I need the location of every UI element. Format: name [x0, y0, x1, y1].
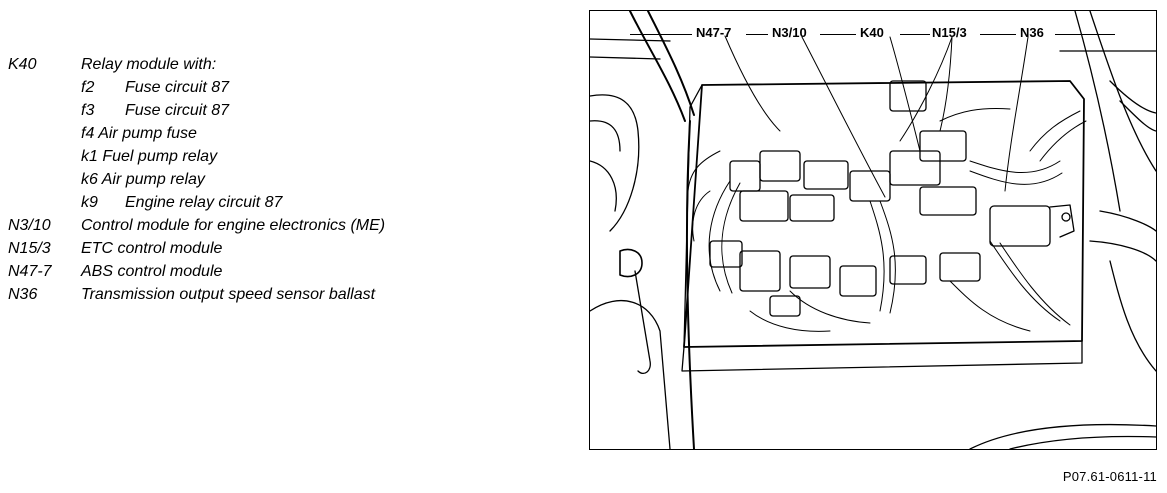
- legend-row-k1: k1 Fuel pump relay: [81, 147, 217, 167]
- legend-text: f4 Air pump fuse: [81, 125, 197, 142]
- label-dash: [1055, 34, 1115, 35]
- connectors: [709, 80, 1051, 317]
- component-legend: K40 Relay module with: f2 Fuse circuit 8…: [0, 0, 560, 493]
- legend-code: N3/10: [8, 217, 51, 234]
- label-dash: [630, 34, 692, 35]
- legend-code: k9: [81, 194, 98, 211]
- bracket: [1049, 204, 1075, 238]
- figure-reference: P07.61-0611-11: [1062, 469, 1157, 484]
- legend-desc: Fuse circuit 87: [125, 79, 230, 96]
- legend-desc: Relay module with:: [81, 56, 217, 73]
- label-dash: [900, 34, 930, 35]
- legend-desc: Fuse circuit 87: [125, 102, 230, 119]
- legend-desc: Engine relay circuit 87: [125, 194, 283, 211]
- label-n310: N3/10: [772, 25, 807, 40]
- legend-text: k6 Air pump relay: [81, 171, 205, 188]
- legend-code: f2: [81, 79, 95, 96]
- legend-desc: ABS control module: [81, 263, 223, 280]
- engine-bay-outline: [590, 11, 1156, 449]
- legend-code: N47-7: [8, 263, 52, 280]
- legend-code: f3: [81, 102, 95, 119]
- legend-row-f4: f4 Air pump fuse: [81, 124, 197, 144]
- legend-row-k6: k6 Air pump relay: [81, 170, 205, 190]
- label-n153: N15/3: [932, 25, 967, 40]
- label-dash: [980, 34, 1016, 35]
- legend-text: k1 Fuel pump relay: [81, 148, 218, 165]
- wiring-harness: [687, 108, 1087, 332]
- label-dash: [746, 34, 768, 35]
- legend-code: N15/3: [8, 240, 51, 257]
- diagram-label-strip: N47-7 N3/10 K40 N15/3 N36: [630, 25, 1130, 45]
- legend-code: K40: [8, 56, 37, 73]
- legend-desc: ETC control module: [81, 240, 223, 257]
- label-dash: [820, 34, 856, 35]
- label-k40: K40: [860, 25, 884, 40]
- legend-desc: Transmission output speed sensor ballast: [81, 286, 376, 303]
- label-n36: N36: [1020, 25, 1044, 40]
- module-box: [681, 80, 1085, 372]
- line-drawing: [590, 11, 1156, 449]
- legend-desc: Control module for engine electronics (M…: [81, 217, 386, 234]
- leader-lines: [724, 35, 1029, 198]
- label-n477: N47-7: [696, 25, 732, 40]
- engine-compartment-diagram: N47-7 N3/10 K40 N15/3 N36: [589, 10, 1157, 450]
- legend-code: N36: [8, 286, 38, 303]
